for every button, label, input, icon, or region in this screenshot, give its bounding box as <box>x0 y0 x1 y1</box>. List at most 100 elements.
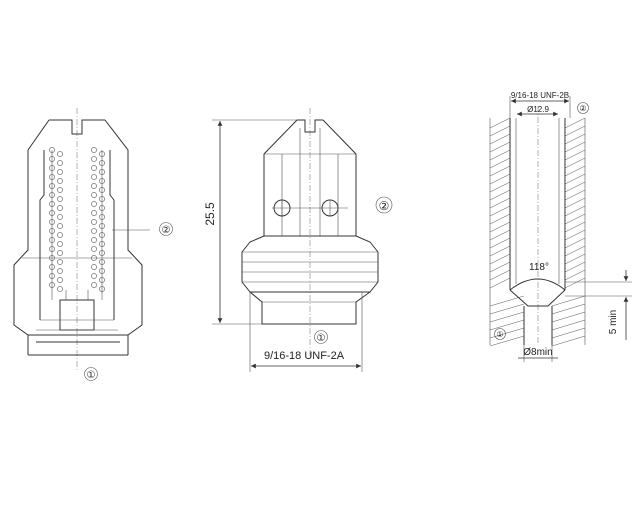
spring-coil <box>99 241 105 247</box>
hatch-line <box>564 229 586 241</box>
spring-coil <box>57 205 63 211</box>
hatch-line <box>489 213 511 225</box>
spring-coil <box>49 246 55 252</box>
spring-coil <box>57 169 63 175</box>
hatch-line <box>564 189 586 201</box>
spring-coil <box>57 268 63 274</box>
spring-coil <box>49 273 55 279</box>
hatch-line <box>489 133 511 145</box>
hatch-line <box>564 205 586 217</box>
hatch-line <box>489 277 511 289</box>
hatch-line <box>551 319 586 331</box>
drill-diameter-dimension: Ø8min <box>518 345 558 362</box>
spring-coil <box>99 223 105 229</box>
hatch-line <box>564 165 586 177</box>
svg-text:②: ② <box>379 199 390 213</box>
hatch-line <box>489 157 511 169</box>
hatch-line <box>489 261 511 273</box>
spring-coil <box>57 151 63 157</box>
callout-1-left: ① <box>84 367 98 381</box>
drill-diameter: Ø8min <box>523 347 552 358</box>
middle-exterior-view <box>241 108 379 360</box>
hatch-line <box>489 173 511 185</box>
spring-coil <box>49 264 55 270</box>
hatch-line <box>489 125 511 137</box>
thread-dimension-right: 9/16-18 UNF-2B <box>509 91 571 118</box>
hatch-line <box>551 311 586 323</box>
callout-1-middle: ① <box>314 330 328 344</box>
hatch-line <box>489 269 511 281</box>
hatch-line <box>489 197 511 209</box>
hatch-right-wall <box>551 117 586 347</box>
spring-coil <box>91 192 97 198</box>
spring-coil <box>57 250 63 256</box>
hatch-line <box>564 261 586 273</box>
spring-coil <box>99 160 105 166</box>
spring-coil <box>99 232 105 238</box>
hatch-line <box>564 221 586 233</box>
spring-coil <box>49 255 55 261</box>
hatch-line <box>564 237 586 249</box>
hatch-line <box>489 237 511 249</box>
angle-value: 118° <box>529 262 549 273</box>
spring-coil <box>49 210 55 216</box>
hatch-line <box>564 133 586 145</box>
thread-dimension-middle: 9/16-18 UNF-2A <box>249 292 363 372</box>
spring-coil <box>99 268 105 274</box>
callout-2-right: ② <box>577 102 589 114</box>
hatch-line <box>564 197 586 209</box>
spring-coil <box>57 214 63 220</box>
spring-coil <box>91 228 97 234</box>
hatch-line <box>489 141 511 153</box>
hatch-line <box>564 157 586 169</box>
hatch-line <box>489 335 525 347</box>
spring-coil <box>99 286 105 292</box>
min-depth: 5 min <box>608 310 619 334</box>
spring-coil <box>99 214 105 220</box>
spring-coil <box>91 174 97 180</box>
hatch-line <box>564 269 586 281</box>
thread-label-right: 9/16-18 UNF-2B <box>511 91 569 100</box>
spring-coil <box>99 250 105 256</box>
spring-coil <box>57 160 63 166</box>
bore-diameter-dimension: Ø12.9 <box>517 105 558 117</box>
spring-coil <box>99 277 105 283</box>
spring-coil <box>91 219 97 225</box>
callout-2-middle: ② <box>375 196 393 214</box>
callout-1-right: ① <box>494 328 506 340</box>
spring-coil <box>49 282 55 288</box>
spring-coil <box>49 192 55 198</box>
height-value: 25.5 <box>203 202 217 226</box>
thread-label-middle: 9/16-18 UNF-2A <box>264 350 345 362</box>
hatch-line <box>564 213 586 225</box>
hatch-line <box>564 141 586 153</box>
hatch-line <box>564 245 586 257</box>
hatch-line <box>489 319 525 331</box>
spring-coil <box>57 187 63 193</box>
height-dimension: 25.5 <box>203 119 297 325</box>
hatch-line <box>489 229 511 241</box>
svg-text:②: ② <box>579 104 586 113</box>
spring-coil <box>99 196 105 202</box>
spring-coil <box>57 259 63 265</box>
hatch-line <box>489 189 511 201</box>
spring-coil <box>49 174 55 180</box>
hatch-line <box>564 149 586 161</box>
hatch-line <box>564 173 586 185</box>
spring-coil <box>49 219 55 225</box>
hatch-line <box>564 277 586 289</box>
hatch-line <box>551 295 586 307</box>
spring-coil <box>49 228 55 234</box>
svg-text:①: ① <box>496 330 503 339</box>
hatch-line <box>489 253 511 265</box>
hatch-line <box>489 311 525 323</box>
spring-coil <box>99 151 105 157</box>
hatch-line <box>489 165 511 177</box>
left-section-view <box>13 108 150 372</box>
hatch-line <box>489 303 525 315</box>
spring-coil <box>99 259 105 265</box>
spring-coil <box>91 237 97 243</box>
spring-coil <box>57 196 63 202</box>
spring-coil <box>49 183 55 189</box>
